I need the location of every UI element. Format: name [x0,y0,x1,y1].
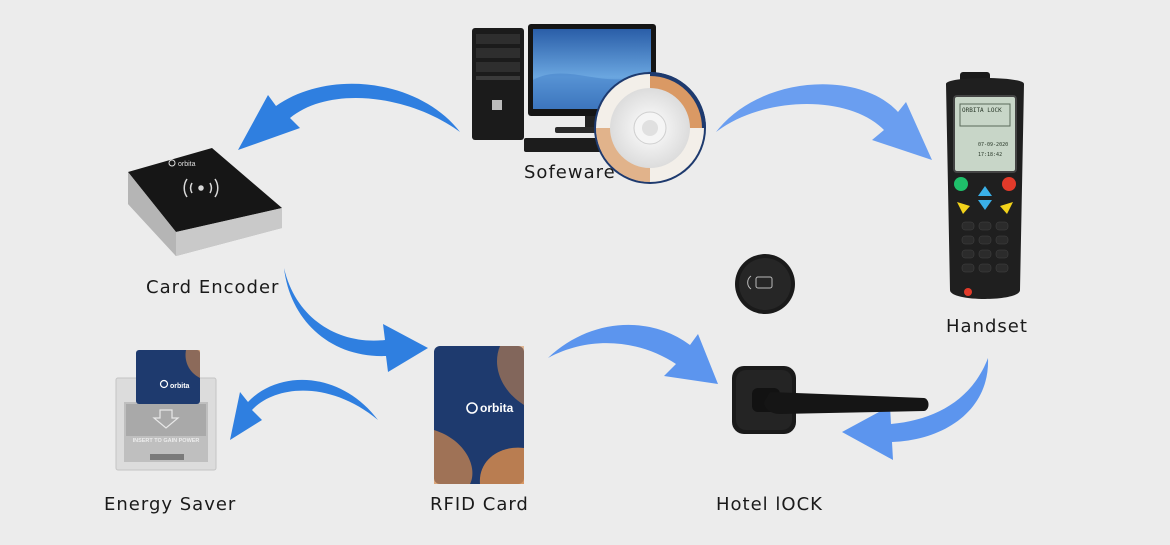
rfid-card-label: RFID Card [430,494,529,515]
energy-saver-illustration [115,350,217,471]
rfid-wave-icon [183,178,219,198]
card-encoder-label: Card Encoder [146,277,280,298]
encoder-logo-text: orbita [178,161,196,168]
card-logo-text: orbita [480,401,514,415]
down-key-icon [978,200,992,210]
arrow-encoder-to-card [284,268,428,372]
hotel-lock-label: Hotel lOCK [716,494,823,515]
power-key-icon [964,288,972,296]
card-encoder-illustration: orbita [128,148,282,256]
software-label: Sofeware [524,162,616,183]
handset-illustration [946,72,1024,299]
software-pc-illustration [472,24,706,184]
hotel-lock-illustration [732,366,929,434]
card-logo-icon [466,402,478,414]
rfid-card-illustration [434,346,524,484]
ok-key-icon [954,177,968,191]
arrow-handset-to-lock [842,358,989,460]
card-icon [755,276,773,289]
arrow-software-to-encoder [238,83,460,150]
arrow-software-to-handset [716,84,932,160]
handset-screen-date: 07-09-2020 [978,142,1008,148]
handset-label: Handset [946,316,1028,337]
cancel-key-icon [1002,177,1016,191]
saver-slot-text: INSERT TO GAIN POWER [133,438,200,444]
keypad [961,221,1009,273]
handset-screen-title: ORBITA LOCK [962,107,1002,114]
saver-card-logo-icon [159,379,169,389]
left-key-icon [957,202,970,214]
energy-saver-label: Energy Saver [104,494,237,515]
insert-arrow-icon [152,409,180,429]
lock-reader-illustration [735,254,795,314]
saver-card-logo-text: orbita [170,383,190,390]
right-key-icon [1000,202,1013,214]
encoder-logo-icon [168,159,176,167]
handset-screen-time: 17:18:42 [978,152,1002,158]
up-key-icon [978,186,992,196]
arrow-card-to-lock [548,324,718,384]
arrow-card-to-saver [230,379,378,440]
